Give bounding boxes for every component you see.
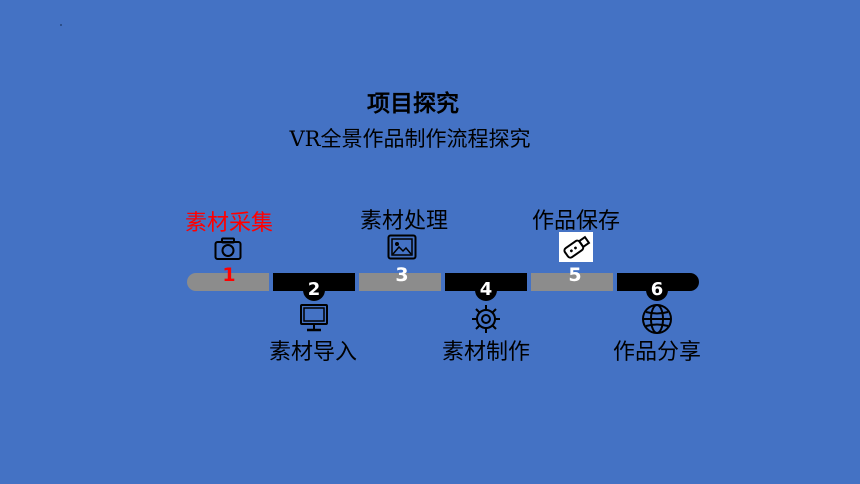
slide-title: 项目探究 [367,91,459,117]
step-label-3[interactable]: 素材处理 [359,209,449,234]
step-label-4[interactable]: 素材制作 [441,340,531,365]
step-label-6[interactable]: 作品分享 [612,340,702,365]
gear-icon [470,303,502,339]
decorative-dot [60,24,62,26]
timeline-segment-5 [531,273,613,291]
step-number-1: 1 [222,264,236,286]
image-icon [387,234,417,264]
step-number-6: 6 [646,279,668,301]
timeline-segment-1 [187,273,269,291]
step-label-5[interactable]: 作品保存 [531,209,621,234]
camera-icon [214,237,242,265]
usb-drive-icon [559,232,593,266]
step-number-4: 4 [475,279,497,301]
slide-subtitle: VR全景作品制作流程探究 [289,127,531,151]
step-number-3: 3 [395,264,409,286]
globe-icon [641,303,673,339]
step-number-2: 2 [303,279,325,301]
monitor-icon [299,303,329,337]
step-label-1[interactable]: 素材采集 [184,211,274,236]
step-number-5: 5 [568,264,582,286]
timeline-segment-3 [359,273,441,291]
step-label-2[interactable]: 素材导入 [268,340,358,365]
